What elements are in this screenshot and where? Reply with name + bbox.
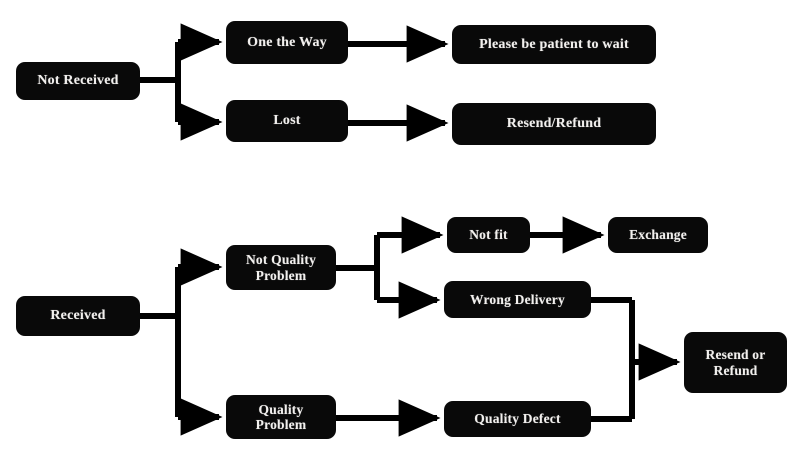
node-resend-or-refund-label: Resend or Refund xyxy=(705,347,766,378)
node-lost-label: Lost xyxy=(273,113,301,129)
node-please-be-patient-to-wait-label: Please be patient to wait xyxy=(479,36,629,52)
node-quality-defect-label: Quality Defect xyxy=(474,411,561,427)
node-resend-refund-label: Resend/Refund xyxy=(506,116,602,132)
node-please-be-patient-to-wait[interactable]: Please be patient to wait xyxy=(452,25,656,64)
node-exchange-label: Exchange xyxy=(629,227,687,243)
node-not-fit-label: Not fit xyxy=(469,227,508,243)
node-resend-refund[interactable]: Resend/Refund xyxy=(452,103,656,145)
node-quality-defect[interactable]: Quality Defect xyxy=(444,401,591,437)
node-not-received[interactable]: Not Received xyxy=(16,62,140,100)
node-wrong-delivery-label: Wrong Delivery xyxy=(470,291,565,307)
node-received-label: Received xyxy=(50,308,106,324)
node-quality-problem[interactable]: Quality Problem xyxy=(226,395,336,439)
node-one-the-way[interactable]: One the Way xyxy=(226,21,348,64)
node-not-quality-problem-label: Not Quality Problem xyxy=(245,252,317,283)
node-exchange[interactable]: Exchange xyxy=(608,217,708,253)
node-not-received-label: Not Received xyxy=(37,73,119,89)
node-received[interactable]: Received xyxy=(16,296,140,336)
node-lost[interactable]: Lost xyxy=(226,100,348,142)
node-quality-problem-label: Quality Problem xyxy=(255,401,307,432)
node-not-fit[interactable]: Not fit xyxy=(447,217,530,253)
node-one-the-way-label: One the Way xyxy=(247,34,327,50)
node-not-quality-problem[interactable]: Not Quality Problem xyxy=(226,245,336,290)
node-resend-or-refund[interactable]: Resend or Refund xyxy=(684,332,787,393)
node-wrong-delivery[interactable]: Wrong Delivery xyxy=(444,281,591,318)
